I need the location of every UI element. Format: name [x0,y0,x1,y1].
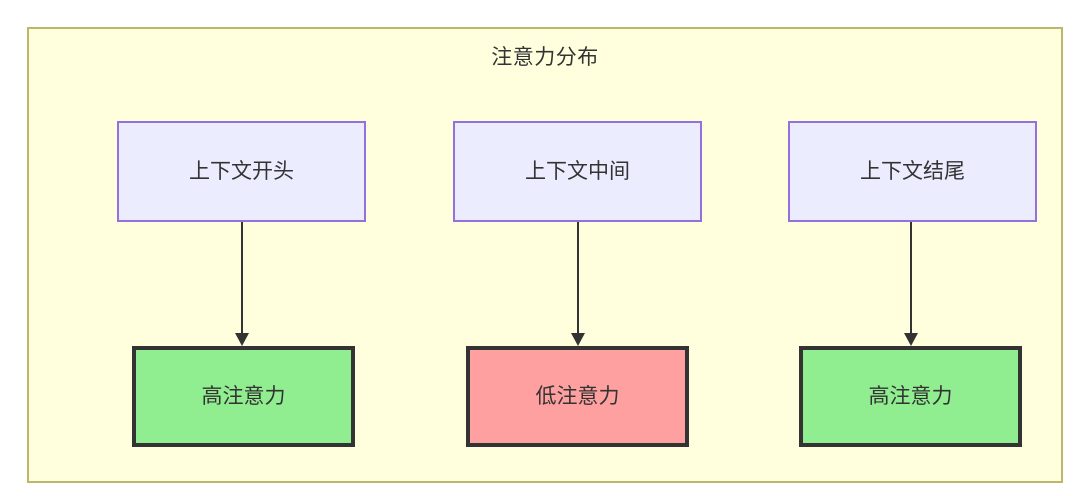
subgraph-attention-distribution: 注意力分布 上下文开头 上下文中间 上下文结尾 高注意力 低 [27,27,1063,483]
edge-context-middle-to-attention [571,222,585,346]
node-attention-middle-label: 低注意力 [535,385,620,408]
arrowhead-down-icon [571,333,585,346]
node-context-middle[interactable]: 上下文中间 [453,121,702,222]
node-attention-middle[interactable]: 低注意力 [466,346,689,447]
node-context-start-label: 上下文开头 [189,160,294,183]
node-attention-end[interactable]: 高注意力 [799,346,1022,447]
edge-line [241,222,243,333]
edge-context-start-to-attention [235,222,249,346]
subgraph-title: 注意力分布 [491,46,599,69]
node-attention-start-label: 高注意力 [201,385,286,408]
node-context-end-label: 上下文结尾 [860,160,965,183]
node-attention-end-label: 高注意力 [868,385,953,408]
edge-context-end-to-attention [904,222,918,346]
node-context-middle-label: 上下文中间 [525,160,630,183]
arrowhead-down-icon [904,333,918,346]
node-attention-start[interactable]: 高注意力 [132,346,355,447]
arrowhead-down-icon [235,333,249,346]
node-context-end[interactable]: 上下文结尾 [788,121,1037,222]
edge-line [910,222,912,333]
node-context-start[interactable]: 上下文开头 [117,121,366,222]
edge-line [577,222,579,333]
